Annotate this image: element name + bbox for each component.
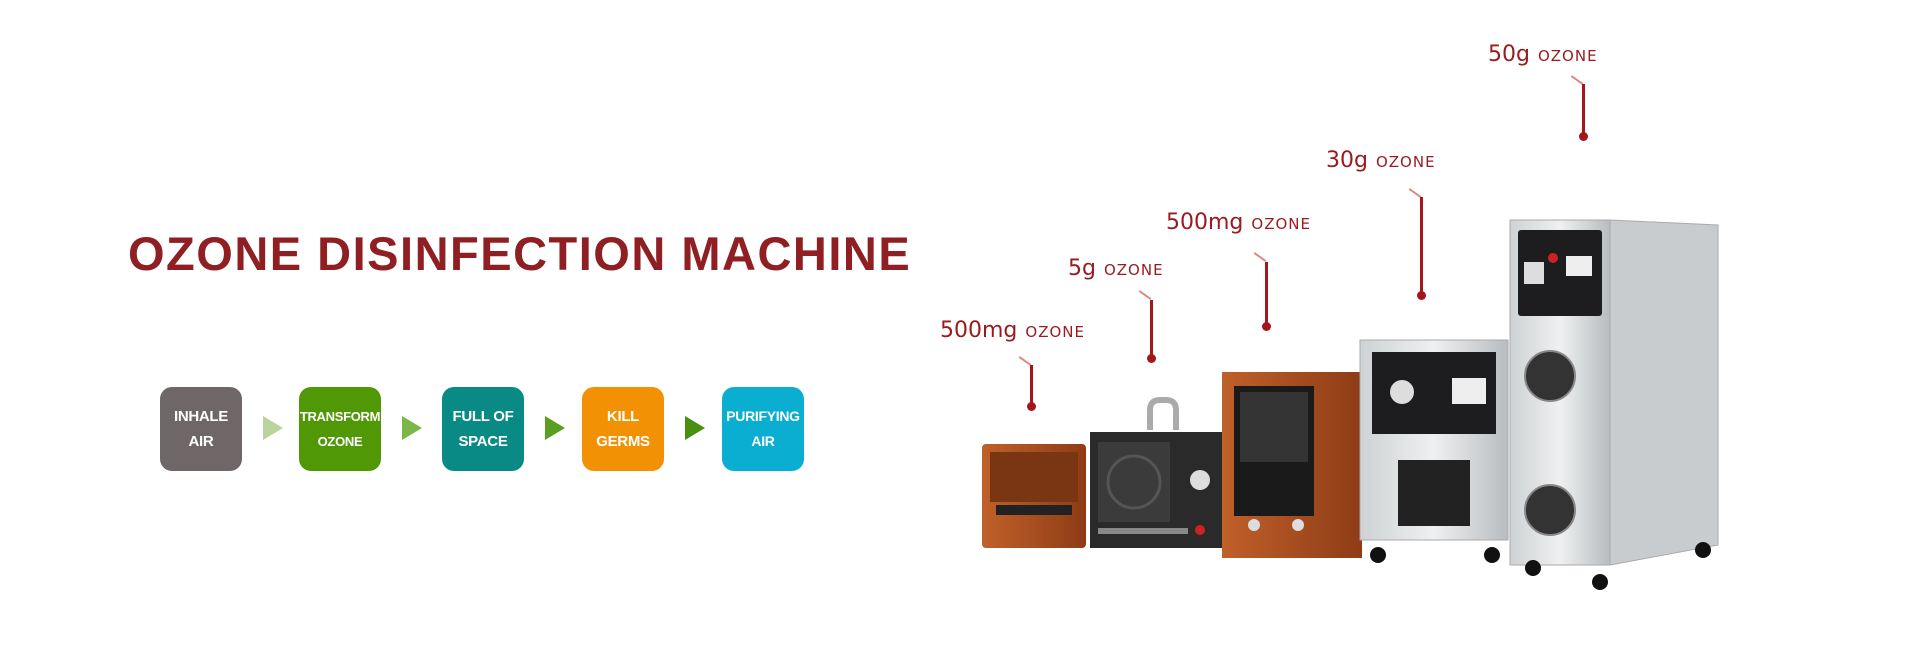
ozone-unit: OZONE — [1025, 323, 1085, 341]
machine-5g-black — [1090, 397, 1226, 548]
ozone-output: 5g — [1068, 256, 1096, 281]
step-line1: TRANSFORM — [299, 409, 381, 424]
arrow-right-icon — [545, 416, 565, 440]
step-line1: FULL OF — [452, 408, 514, 425]
ozone-unit: OZONE — [1537, 47, 1598, 65]
ozone-unit: OZONE — [1251, 215, 1311, 233]
leader-dot — [1579, 132, 1588, 141]
step-line2: AIR — [188, 433, 214, 450]
leader-dot — [1262, 322, 1271, 331]
step-line2: GERMS — [596, 433, 650, 450]
step-inhale-air: INHALE AIR — [160, 387, 242, 471]
step-full-of-space: FULL OF SPACE — [442, 387, 524, 471]
leader-dot — [1027, 402, 1036, 411]
product-label-500mg-2: 500mg OZONE — [1166, 210, 1311, 235]
ozone-unit: OZONE — [1375, 153, 1436, 171]
step-line2: SPACE — [458, 433, 508, 450]
ozone-output: 500mg — [1166, 210, 1244, 235]
leader-line — [1420, 197, 1423, 293]
product-label-500mg-1: 500mg OZONE — [940, 318, 1085, 343]
arrow-right-icon — [402, 416, 422, 440]
page-title: OZONE DISINFECTION MACHINE — [128, 227, 912, 280]
step-kill-germs: KILL GERMS — [582, 387, 664, 471]
ozone-output: 50g — [1488, 42, 1530, 67]
arrow-right-icon — [685, 416, 705, 440]
step-line2: OZONE — [317, 434, 363, 449]
leader-line — [1030, 365, 1033, 405]
leader-dot — [1147, 354, 1156, 363]
leader-dot — [1417, 291, 1426, 300]
leader-line — [1582, 84, 1585, 134]
ozone-output: 30g — [1326, 148, 1368, 173]
step-line1: PURIFYING — [726, 408, 800, 424]
step-line1: KILL — [606, 408, 640, 425]
step-transform-ozone: TRANSFORM OZONE — [299, 387, 381, 471]
product-label-30g: 30g OZONE — [1326, 148, 1436, 173]
step-line1: INHALE — [173, 408, 229, 425]
arrow-right-icon — [263, 416, 283, 440]
machine-500mg-wood — [982, 444, 1086, 548]
product-label-5g: 5g OZONE — [1068, 256, 1164, 281]
step-purifying-air: PURIFYING AIR — [722, 387, 804, 471]
machine-30g-steel — [1359, 339, 1509, 563]
ozone-output: 500mg — [940, 318, 1018, 343]
leader-line — [1150, 300, 1153, 356]
ozone-unit: OZONE — [1103, 261, 1164, 279]
step-line2: AIR — [751, 433, 775, 449]
machine-500mg-tower — [1222, 372, 1362, 558]
leader-line — [1265, 262, 1268, 324]
machine-50g-steel — [1509, 219, 1719, 590]
product-label-50g: 50g OZONE — [1488, 42, 1598, 67]
